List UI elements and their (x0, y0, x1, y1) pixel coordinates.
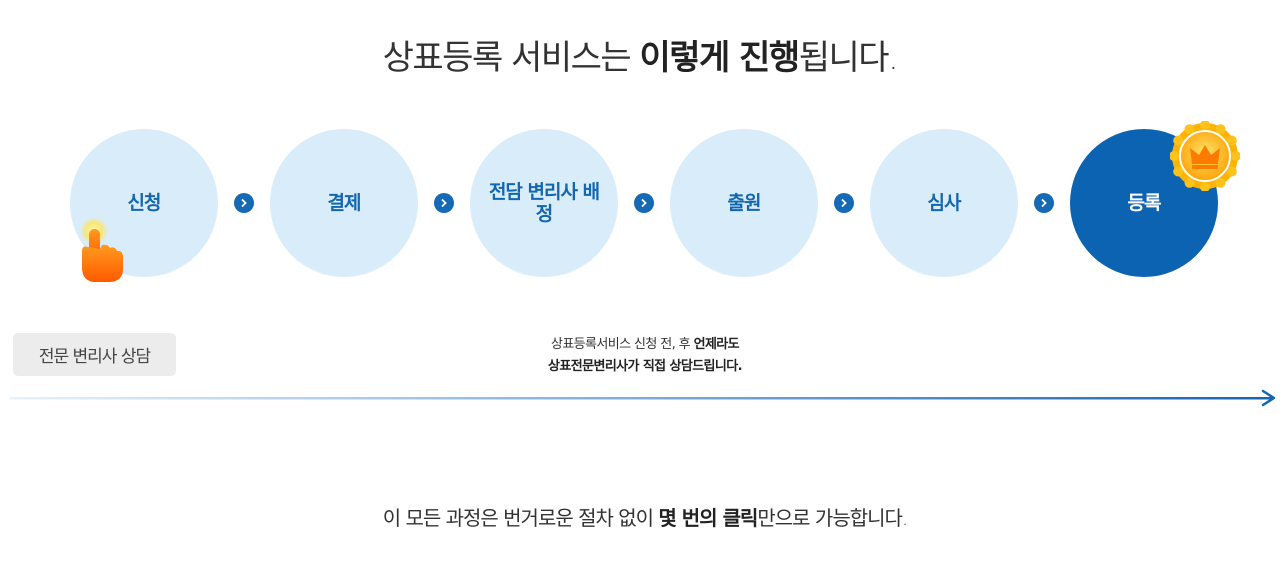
footer-text: 이 모든 과정은 번거로운 절차 없이 (382, 506, 659, 530)
step-label: 심사 (927, 192, 962, 214)
consult-notice: 상표등록서비스 신청 전, 후 언제라도 상표전문변리사가 직접 상담드립니다. (0, 334, 1280, 378)
crown-badge-icon (1170, 121, 1240, 191)
title-text: 상표등록 서비스는 (382, 38, 640, 78)
title-emphasis: 이렇게 진행 (639, 38, 800, 78)
footer-caption: 이 모든 과정은 번거로운 절차 없이 몇 번의 클릭만으로 가능합니다. (0, 502, 1280, 531)
step-label: 신청 (127, 192, 162, 214)
title-text-end: 됩니다. (798, 38, 899, 78)
footer-text-end: 만으로 가능합니다. (757, 506, 908, 530)
timeline-arrow-icon (10, 389, 1276, 407)
step-label: 출원 (727, 192, 762, 214)
chevron-right-icon (434, 193, 454, 213)
chevron-right-icon (634, 193, 654, 213)
notice-text: 상표등록서비스 신청 전, 후 (550, 337, 694, 352)
chevron-right-icon (1034, 193, 1054, 213)
notice-emphasis: 언제라도 (693, 337, 740, 352)
expert-consult-button[interactable]: 전문 변리사 상담 (13, 333, 176, 376)
process-steps: 신청 결제 전담 변리사 배정 출원 심사 등록 (0, 129, 1280, 279)
step-label: 등록 (1127, 192, 1162, 214)
footer-emphasis: 몇 번의 클릭 (658, 506, 758, 530)
step-filing[interactable]: 출원 (670, 129, 818, 277)
step-payment[interactable]: 결제 (270, 129, 418, 277)
notice-emphasis-line: 상표전문변리사가 직접 상담드립니다. (548, 359, 743, 374)
step-examination[interactable]: 심사 (870, 129, 1018, 277)
chevron-right-icon (834, 193, 854, 213)
step-label: 결제 (327, 192, 362, 214)
step-assign-attorney[interactable]: 전담 변리사 배정 (470, 129, 618, 277)
step-label: 전담 변리사 배정 (488, 181, 600, 225)
chevron-right-icon (234, 193, 254, 213)
section-title: 상표등록 서비스는 이렇게 진행됩니다. (0, 30, 1280, 79)
pointing-hand-icon (80, 217, 123, 282)
